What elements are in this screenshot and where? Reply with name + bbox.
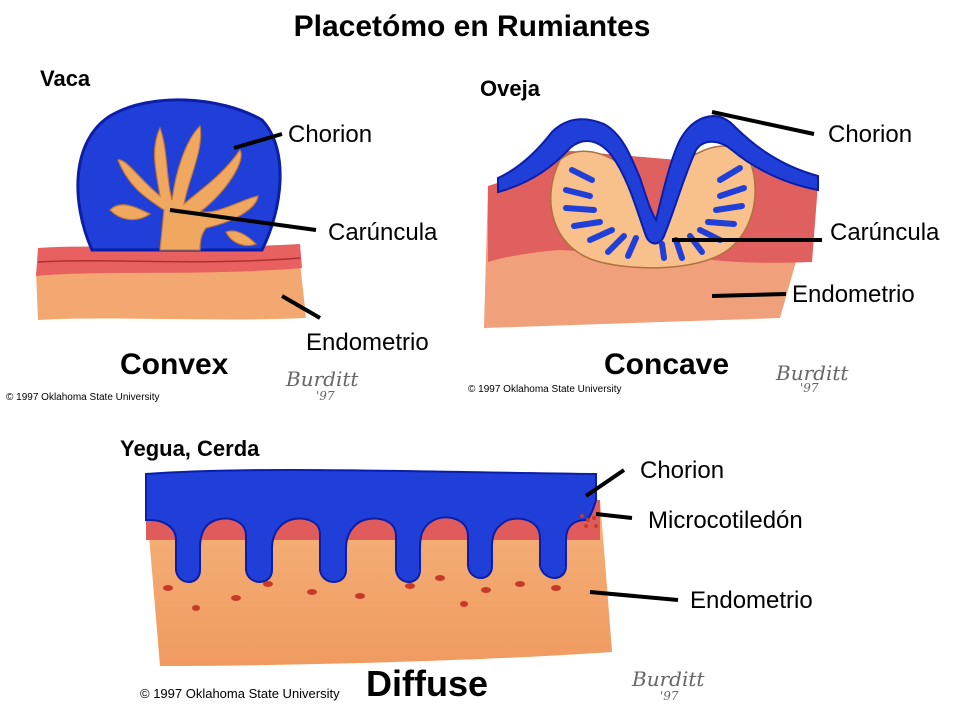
yegua-chorion-label: Chorion <box>640 457 724 484</box>
yegua-type-label: Diffuse <box>366 663 488 704</box>
oveja-species-label: Oveja <box>480 76 541 101</box>
oveja-chorion <box>497 115 819 245</box>
vaca-type-label: Convex <box>120 348 229 381</box>
oveja-panel: Oveja Chorion <box>468 76 940 395</box>
vaca-signature: Burditt <box>285 367 359 391</box>
vaca-caruncle-label: Carúncula <box>328 219 438 246</box>
oveja-signature-year: '97 <box>800 381 819 395</box>
oveja-copyright: © 1997 Oklahoma State University <box>468 384 622 395</box>
yegua-endometrium-label: Endometrio <box>690 587 813 614</box>
oveja-caruncle-label: Carúncula <box>830 219 940 246</box>
vaca-copyright: © 1997 Oklahoma State University <box>6 392 160 403</box>
vaca-signature-year: '97 <box>316 389 335 403</box>
vaca-chorion-label: Chorion <box>288 121 372 148</box>
yegua-microcotyledon <box>580 514 598 528</box>
yegua-chorion <box>145 468 597 583</box>
yegua-microcotyledon-label: Microcotiledón <box>648 507 803 534</box>
vaca-endometrium-label: Endometrio <box>306 329 429 356</box>
yegua-signature-year: '97 <box>660 689 679 703</box>
oveja-villi <box>563 165 747 261</box>
oveja-type-label: Concave <box>604 348 729 381</box>
yegua-copyright: © 1997 Oklahoma State University <box>140 686 340 701</box>
oveja-endometrium-label: Endometrio <box>792 281 915 308</box>
oveja-signature: Burditt <box>775 361 849 385</box>
yegua-red-spots <box>163 575 561 611</box>
page-title: Placetómo en Rumiantes <box>294 10 651 43</box>
yegua-panel: Yegua, Cerda <box>120 436 813 704</box>
vaca-panel: Vaca Chorion Carúncula Endometrio Convex… <box>6 66 438 403</box>
oveja-chorion-label: Chorion <box>828 121 912 148</box>
vaca-species-label: Vaca <box>40 66 91 91</box>
vaca-endometrium-tissue <box>36 262 306 320</box>
yegua-species-label: Yegua, Cerda <box>120 436 260 461</box>
vaca-endometrium-band <box>36 244 302 276</box>
yegua-signature: Burditt <box>631 667 705 691</box>
